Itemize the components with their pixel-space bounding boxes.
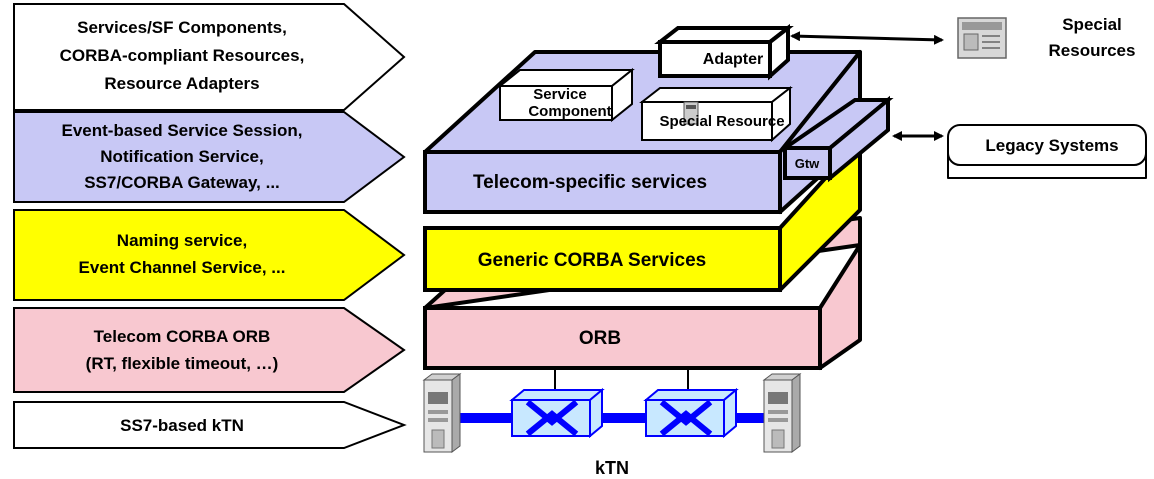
left-label-ktn: SS7-based kTN <box>13 401 407 449</box>
generic-corba-layer: Generic CORBA Services <box>423 138 862 292</box>
left-label-orb: Telecom CORBA ORB (RT, flexible timeout,… <box>13 307 406 393</box>
legacy-systems-box: Legacy Systems <box>947 124 1147 179</box>
service-component-box: Service Component <box>497 67 635 123</box>
left-label-telecom-services: Event-based Service Session, Notificatio… <box>13 111 406 203</box>
left-label-orb-line-1: Telecom CORBA ORB <box>94 327 271 346</box>
ktn-server-left-icon <box>422 373 462 453</box>
ktn-label: kTN <box>595 458 629 478</box>
left-label-generic-services: Naming service, Event Channel Service, .… <box>13 209 406 301</box>
left-label-orb-line-2: (RT, flexible timeout, …) <box>86 354 279 373</box>
special-resource-box: Special Resource <box>639 85 793 143</box>
left-label-generic-line-2: Event Channel Service, ... <box>79 258 286 277</box>
left-label-components-line-3: Resource Adapters <box>104 74 259 93</box>
special-resources-line-1: Special <box>1062 15 1122 34</box>
left-label-telecom-line-2: Notification Service, <box>100 147 263 166</box>
gateway-label: Gtw <box>795 156 820 171</box>
ktn-switch-left <box>509 387 605 439</box>
telecom-services-layer-label: Telecom-specific services <box>473 172 707 193</box>
generic-corba-layer-label: Generic CORBA Services <box>478 250 706 271</box>
ktn-switch-right <box>643 387 739 439</box>
adapter-label: Adapter <box>703 51 763 68</box>
ktn-server-right-icon <box>762 373 802 453</box>
special-resources-external: Special Resources <box>957 15 1136 60</box>
adapter-special-resources-arrow <box>790 31 944 45</box>
left-label-components-line-2: CORBA-compliant Resources, <box>60 46 305 65</box>
service-component-line-2: Component <box>528 103 611 120</box>
left-label-telecom-line-1: Event-based Service Session, <box>62 121 303 140</box>
adapter-box: Adapter <box>654 23 794 81</box>
left-label-telecom-line-3: SS7/CORBA Gateway, ... <box>84 173 280 192</box>
left-label-generic-line-1: Naming service, <box>117 231 247 250</box>
ktn-network: kTN <box>422 368 802 478</box>
special-resource-label: Special Resource <box>659 113 784 130</box>
legacy-systems-label: Legacy Systems <box>985 136 1118 155</box>
left-label-ktn-line-1: SS7-based kTN <box>120 416 244 435</box>
gateway-box: Gtw <box>778 95 894 183</box>
service-component-line-1: Service <box>533 86 586 103</box>
special-resources-device-icon <box>957 17 1007 59</box>
special-resource-mini-icon <box>683 101 699 125</box>
left-label-components-line-1: Services/SF Components, <box>77 18 287 37</box>
special-resources-line-2: Resources <box>1049 41 1136 60</box>
left-label-components: Services/SF Components, CORBA-compliant … <box>13 3 406 111</box>
orb-layer-label: ORB <box>579 328 621 349</box>
